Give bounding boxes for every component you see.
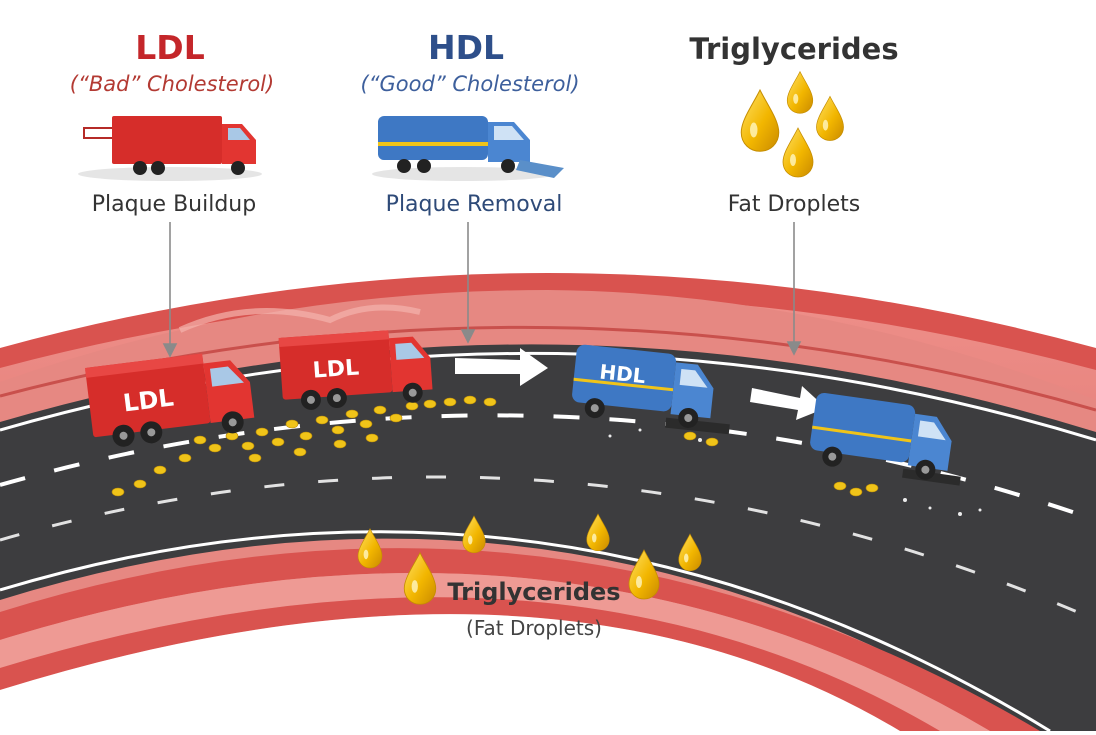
ldl-header-truck [78, 116, 262, 181]
triglycerides-caption: Fat Droplets [727, 192, 861, 217]
ldl-truck-2: LDL [278, 330, 433, 410]
triglycerides-bottom-title: Triglycerides [447, 578, 621, 606]
ldl-truck-1: LDL [84, 353, 255, 447]
hdl-title: HDL [427, 28, 505, 67]
ldl-subtitle: (“Bad” Cholesterol) [69, 72, 275, 96]
hdl-truck-1: HDL [572, 344, 730, 435]
flow-arrow-2 [750, 386, 826, 420]
hdl-truck-label: HDL [598, 360, 647, 389]
ldl-caption: Plaque Buildup [91, 192, 257, 217]
triglyceride-droplets-header [740, 71, 844, 178]
lane-line [0, 475, 1096, 622]
hdl-subtitle: (“Good” Cholesterol) [360, 72, 580, 96]
hdl-header-truck [372, 116, 564, 181]
triglycerides-bottom-subtitle: (Fat Droplets) [466, 616, 602, 640]
hdl-caption: Plaque Removal [385, 192, 563, 217]
flow-arrow-1 [455, 348, 548, 386]
triglycerides-title: Triglycerides [689, 32, 899, 66]
hdl-truck-2 [810, 392, 961, 486]
ldl-truck-label: LDL [122, 383, 176, 417]
ldl-title: LDL [135, 28, 205, 67]
ldl-truck-label: LDL [312, 355, 360, 383]
artery-inner-wall [0, 548, 1040, 731]
